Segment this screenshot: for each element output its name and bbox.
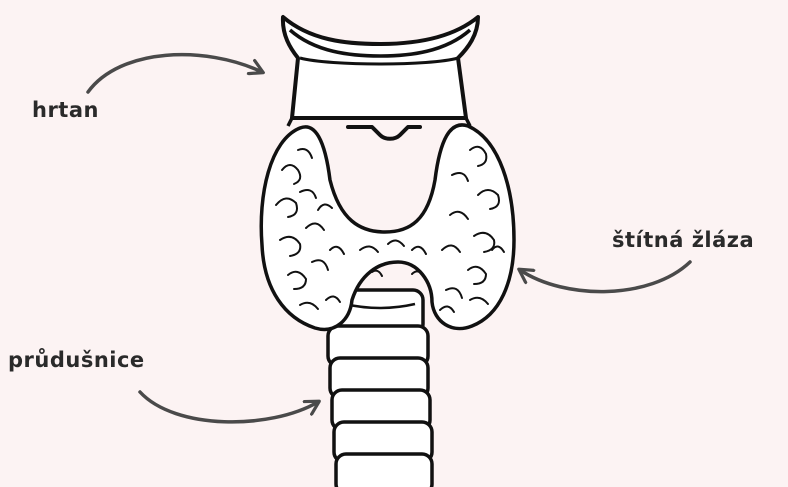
label-trachea: průdušnice xyxy=(8,348,145,372)
label-thyroid: štítná žláza xyxy=(612,228,754,252)
larynx xyxy=(283,17,478,139)
thyroid-arrow xyxy=(520,262,690,292)
trachea-arrow xyxy=(140,392,318,422)
larynx-arrow xyxy=(88,55,262,92)
label-larynx: hrtan xyxy=(32,98,99,122)
